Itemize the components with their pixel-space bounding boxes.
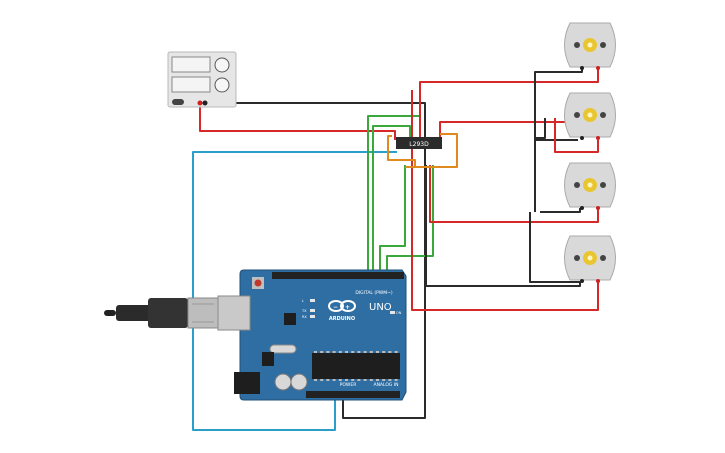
psu-terminal-negative[interactable]	[202, 100, 208, 106]
motor-terminal-positive[interactable]	[596, 206, 600, 210]
psu-knob-voltage[interactable]	[214, 57, 230, 73]
mcu-pins	[314, 351, 398, 381]
wire-m4-red[interactable]	[411, 90, 599, 311]
power-label: POWER	[340, 382, 357, 388]
led-rx	[310, 315, 315, 318]
psu-terminal-positive[interactable]	[197, 100, 203, 106]
wire-green-4[interactable]	[386, 165, 434, 278]
dc-motor-3[interactable]	[564, 162, 616, 210]
psu-display-voltage	[171, 56, 211, 73]
atmega-chip	[312, 353, 400, 379]
motor-terminal-positive[interactable]	[596, 136, 600, 140]
psu-display-current	[171, 76, 211, 93]
motor-terminal-negative[interactable]	[580, 279, 584, 283]
power-header[interactable]	[306, 391, 400, 398]
dc-motor-2[interactable]	[564, 92, 616, 140]
motor-terminal-positive[interactable]	[596, 279, 600, 283]
motors	[564, 22, 616, 283]
wire-green-3[interactable]	[379, 165, 406, 278]
wire-psu-negative[interactable]	[205, 102, 426, 419]
motor-terminal-negative[interactable]	[580, 136, 584, 140]
on-label: ON	[396, 311, 402, 315]
wire-m2-black[interactable]	[554, 118, 599, 153]
psu-switch[interactable]	[172, 99, 184, 105]
dc-motor-1[interactable]	[564, 22, 616, 70]
motor-terminal-negative[interactable]	[580, 206, 584, 210]
wire-orange-right[interactable]	[405, 133, 458, 168]
motor-terminal-negative[interactable]	[580, 66, 584, 70]
board-model: UNO	[369, 302, 392, 313]
usb-chip	[284, 313, 296, 325]
wire-green-2[interactable]	[372, 125, 411, 278]
led-tx	[310, 309, 315, 312]
power-supply[interactable]	[167, 51, 237, 108]
analog-label: ANALOG IN	[373, 382, 398, 388]
digital-header[interactable]	[272, 272, 404, 279]
capacitor-2	[290, 373, 308, 391]
wire-m1-red[interactable]	[419, 68, 599, 140]
arduino-logo: − +	[328, 300, 356, 312]
l-label: L	[302, 299, 304, 303]
capacitor-1	[274, 373, 292, 391]
led-on	[390, 311, 395, 314]
regulator	[262, 352, 274, 366]
usb-cable[interactable]	[104, 297, 219, 329]
motor-driver[interactable]: L293D	[396, 137, 442, 149]
crystal	[269, 344, 297, 354]
driver-label: L293D	[409, 141, 429, 148]
wire-psu-positive[interactable]	[199, 103, 396, 140]
motor-terminal-positive[interactable]	[596, 66, 600, 70]
svg-text:−: −	[333, 304, 338, 311]
digital-label: DIGITAL (PWM~)	[355, 290, 393, 296]
tx-label: TX	[301, 309, 307, 313]
wire-m4-black[interactable]	[425, 165, 581, 287]
wire-m3-black[interactable]	[529, 212, 580, 283]
svg-text:+: +	[345, 304, 350, 311]
dc-motor-4[interactable]	[564, 235, 616, 283]
wire-m3-red[interactable]	[429, 165, 599, 223]
wires	[192, 68, 599, 431]
psu-knob-current[interactable]	[214, 77, 230, 93]
arduino-board[interactable]: − + ARDUINO UNO DIGITAL (PWM~) POWER ANA…	[217, 269, 407, 401]
board-brand: ARDUINO	[329, 316, 355, 322]
wire-m3-black-b[interactable]	[540, 208, 581, 213]
wire-blue-signal[interactable]	[192, 151, 397, 431]
power-jack[interactable]	[234, 372, 260, 394]
usb-port[interactable]	[217, 295, 251, 331]
driver-chip[interactable]	[396, 137, 442, 149]
wire-m2-neg[interactable]	[535, 118, 546, 139]
rx-label: RX	[302, 315, 307, 319]
wire-orange-left[interactable]	[387, 135, 416, 166]
led-l	[310, 299, 315, 302]
